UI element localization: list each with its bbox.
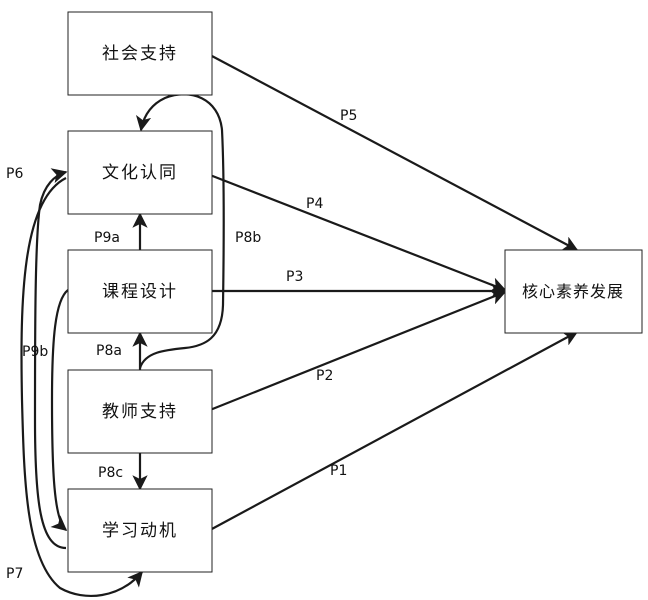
label-p9a: P9a <box>94 230 120 246</box>
node-core-literacy: 核心素养发展 <box>504 249 643 334</box>
label-p1: P1 <box>330 463 347 479</box>
path-p7-curve <box>20 177 143 598</box>
label-p7: P7 <box>6 566 23 582</box>
path-p2-arrow <box>209 289 507 412</box>
node-learning-motivation: 学习动机 <box>67 488 213 573</box>
path-p5-arrow <box>209 54 579 251</box>
label-p8b: P8b <box>235 230 261 246</box>
path-p1-arrow <box>209 331 579 531</box>
node-cultural-identity-label: 文化认同 <box>102 163 178 183</box>
path-p9b-curve <box>50 289 69 531</box>
label-p3: P3 <box>286 269 303 285</box>
node-social-support-label: 社会支持 <box>102 44 178 64</box>
label-p8c: P8c <box>98 465 123 481</box>
label-p4: P4 <box>306 196 323 212</box>
path-p8b-curve <box>135 93 225 369</box>
path-p4-arrow <box>209 173 507 293</box>
node-curriculum-design: 课程设计 <box>67 249 213 334</box>
label-p2: P2 <box>316 368 333 384</box>
path-p6-curve <box>33 168 68 550</box>
label-p9b: P9b <box>22 344 48 360</box>
node-social-support: 社会支持 <box>67 11 213 96</box>
node-teacher-support-label: 教师支持 <box>102 402 178 422</box>
node-learning-motivation-label: 学习动机 <box>102 521 178 541</box>
label-p8a: P8a <box>96 343 122 359</box>
node-core-literacy-label: 核心素养发展 <box>522 282 624 301</box>
label-p5: P5 <box>340 108 357 124</box>
label-p6: P6 <box>6 166 23 182</box>
node-teacher-support: 教师支持 <box>67 369 213 454</box>
node-curriculum-design-label: 课程设计 <box>102 282 178 302</box>
node-cultural-identity: 文化认同 <box>67 130 213 215</box>
